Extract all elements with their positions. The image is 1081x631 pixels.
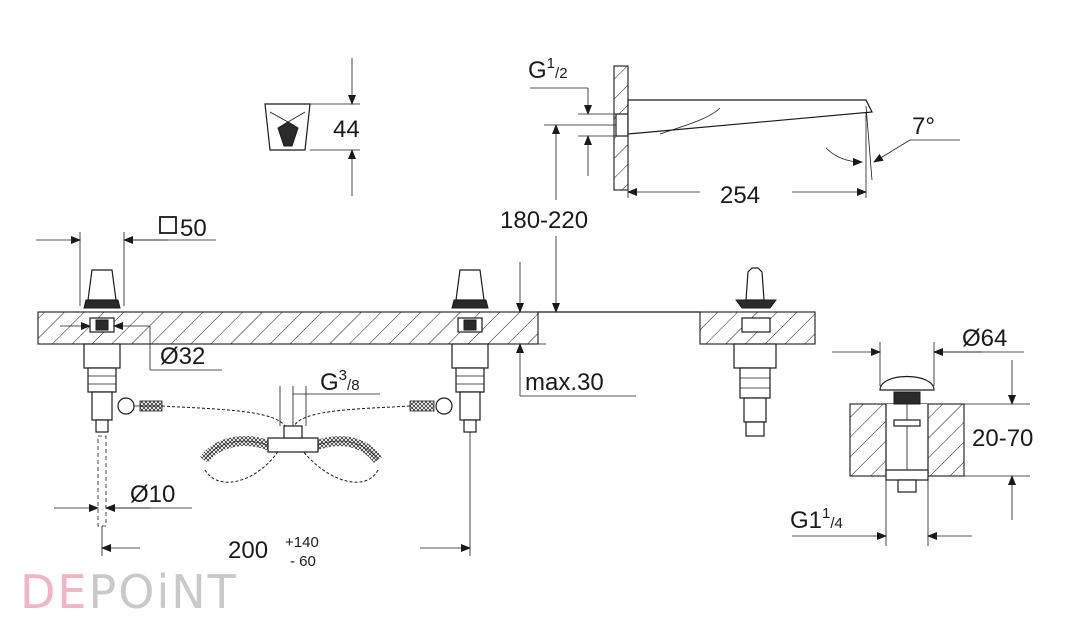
label-range-20-70: 20-70 xyxy=(972,425,1033,452)
right-handle-valve xyxy=(409,269,489,433)
deck-slab xyxy=(37,311,816,345)
label-max-30: max.30 xyxy=(525,369,604,396)
g12-num: 1 xyxy=(547,55,555,72)
label-range-180-220: 180-220 xyxy=(500,207,588,234)
g38-base: G xyxy=(320,369,339,396)
square-symbol xyxy=(159,216,177,234)
label-dia-32: Ø32 xyxy=(160,343,205,370)
label-spacing-200: 200 xyxy=(228,537,268,564)
label-tolerance-plus: +140 xyxy=(285,534,319,551)
label-height-44: 44 xyxy=(333,116,360,143)
watermark-logo: DEPOiNT xyxy=(20,565,238,619)
center-mixer xyxy=(733,267,777,437)
left-handle-valve xyxy=(83,269,163,433)
g12-slash: / xyxy=(555,65,560,82)
watermark-part2: POiNT xyxy=(89,565,238,619)
g12-base: G xyxy=(528,57,547,84)
g114-base: G1 xyxy=(790,507,822,534)
g114-den: 4 xyxy=(835,515,843,532)
g114-slash: / xyxy=(830,515,835,532)
g12-den: 2 xyxy=(559,65,567,82)
g38-den: 8 xyxy=(351,377,359,394)
label-tolerance-minus: - 60 xyxy=(290,553,316,570)
label-length-254: 254 xyxy=(720,182,760,209)
bath-spout xyxy=(613,65,873,191)
label-g-1-1-4: G11/4 xyxy=(790,505,843,534)
label-dia-64: Ø64 xyxy=(962,325,1007,352)
hose-assembly xyxy=(161,386,411,483)
pop-up-waste xyxy=(849,375,965,493)
label-g-1-2: G1/2 xyxy=(528,55,568,84)
label-g-3-8: G3/8 xyxy=(320,367,360,396)
label-square-50: 50 xyxy=(180,215,207,242)
dimension-lines xyxy=(36,58,1030,556)
g114-num: 1 xyxy=(822,505,830,522)
handle-top-detail xyxy=(264,103,311,151)
label-dia-10: Ø10 xyxy=(130,481,175,508)
watermark-part1: DE xyxy=(20,565,89,619)
label-angle-7: 7° xyxy=(912,113,935,140)
g38-num: 3 xyxy=(339,367,347,384)
g38-slash: / xyxy=(347,377,352,394)
